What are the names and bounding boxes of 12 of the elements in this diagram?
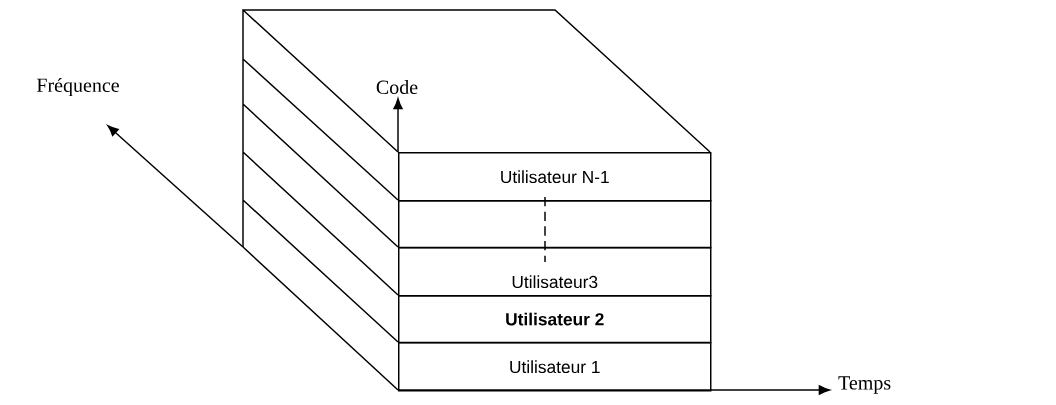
slice — [398, 295, 712, 344]
axis-label: Temps — [838, 376, 891, 394]
slice — [398, 200, 712, 249]
user-label: Utilisateur N-1 — [501, 170, 609, 184]
slice — [398, 152, 712, 202]
user-label: Utilisateur 1 — [510, 360, 600, 374]
axis-label: Fréquence — [36, 77, 119, 97]
slice — [398, 247, 712, 297]
user-label: Utilisateur3 — [512, 275, 598, 289]
axis-label: Code — [376, 80, 418, 95]
slice — [398, 342, 712, 392]
user-label: Utilisateur 2 — [506, 312, 604, 326]
